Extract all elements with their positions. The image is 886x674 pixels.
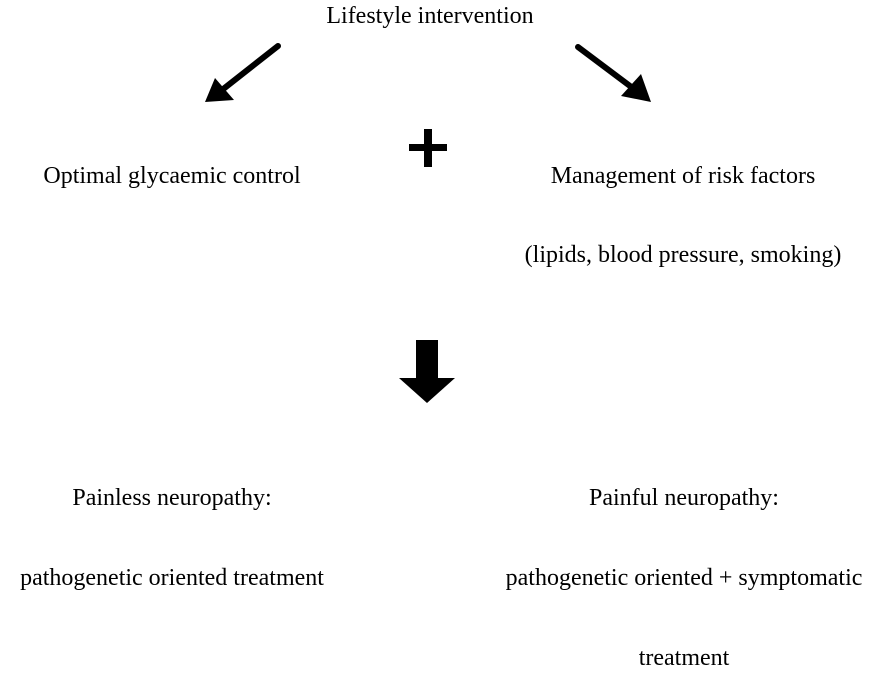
node-painful-treatment-line1: pathogenetic oriented + symptomatic [505,565,863,591]
node-painful-neuropathy: Painful neuropathy: [589,485,779,511]
node-painful-treatment-line2: treatment [638,645,730,671]
arrow-right-icon [575,44,651,102]
arrow-left-icon [205,43,281,102]
arrow-down-icon [399,340,455,403]
node-management-of-risk-factors: Management of risk factors [550,163,816,189]
node-risk-factors-detail: (lipids, blood pressure, smoking) [524,242,842,268]
node-painless-treatment: pathogenetic oriented treatment [20,565,324,591]
node-painless-neuropathy: Painless neuropathy: [72,485,272,511]
node-optimal-glycaemic-control: Optimal glycaemic control [43,163,301,189]
node-lifestyle-intervention: Lifestyle intervention [326,3,534,29]
plus-icon [409,129,447,167]
